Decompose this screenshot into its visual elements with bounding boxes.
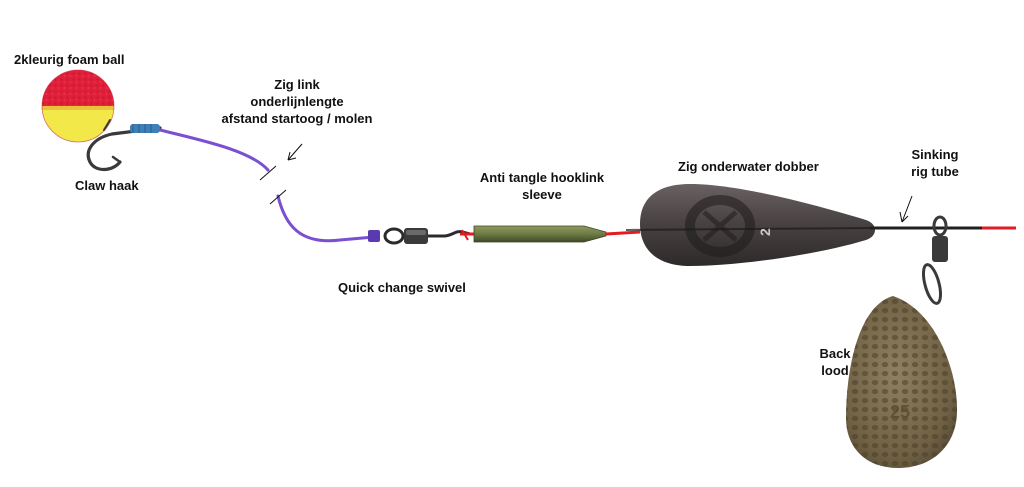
label-zig-float: Zig onderwater dobber: [678, 159, 819, 174]
claw-hook: [86, 119, 162, 172]
label-rig-tube-line-1: Sinking: [911, 147, 959, 162]
label-zig-link: Zig link onderlijnlengte afstand startoo…: [206, 76, 388, 127]
zig-float: 2: [625, 184, 881, 266]
lead-marking: 25: [890, 402, 910, 422]
label-anti-tangle: Anti tangle hooklink sleeve: [462, 169, 622, 203]
label-rig-tube: Sinking rig tube: [900, 146, 970, 180]
label-zig-link-line-3: afstand startoog / molen: [221, 111, 373, 126]
label-claw-hook: Claw haak: [75, 178, 139, 193]
label-foam-ball: 2kleurig foam ball: [14, 52, 125, 67]
label-quick-change-swivel: Quick change swivel: [338, 280, 466, 295]
label-back-lead-line-1: Back: [819, 346, 851, 361]
label-back-lead-line-2: lood: [821, 363, 849, 378]
back-lead: 25: [846, 215, 958, 468]
float-marking: 2: [757, 228, 773, 236]
anti-tangle-sleeve: [460, 225, 641, 243]
quick-change-swivel: [383, 227, 471, 245]
label-zig-link-line-1: Zig link: [274, 77, 320, 92]
hooklink: [158, 128, 380, 243]
label-back-lead: Back lood: [810, 345, 860, 379]
label-anti-tangle-line-2: sleeve: [522, 187, 562, 202]
label-anti-tangle-line-1: Anti tangle hooklink: [479, 170, 605, 185]
label-zig-link-line-2: onderlijnlengte: [250, 94, 344, 109]
label-rig-tube-line-2: rig tube: [911, 164, 959, 179]
rig-tube: [870, 195, 1016, 230]
